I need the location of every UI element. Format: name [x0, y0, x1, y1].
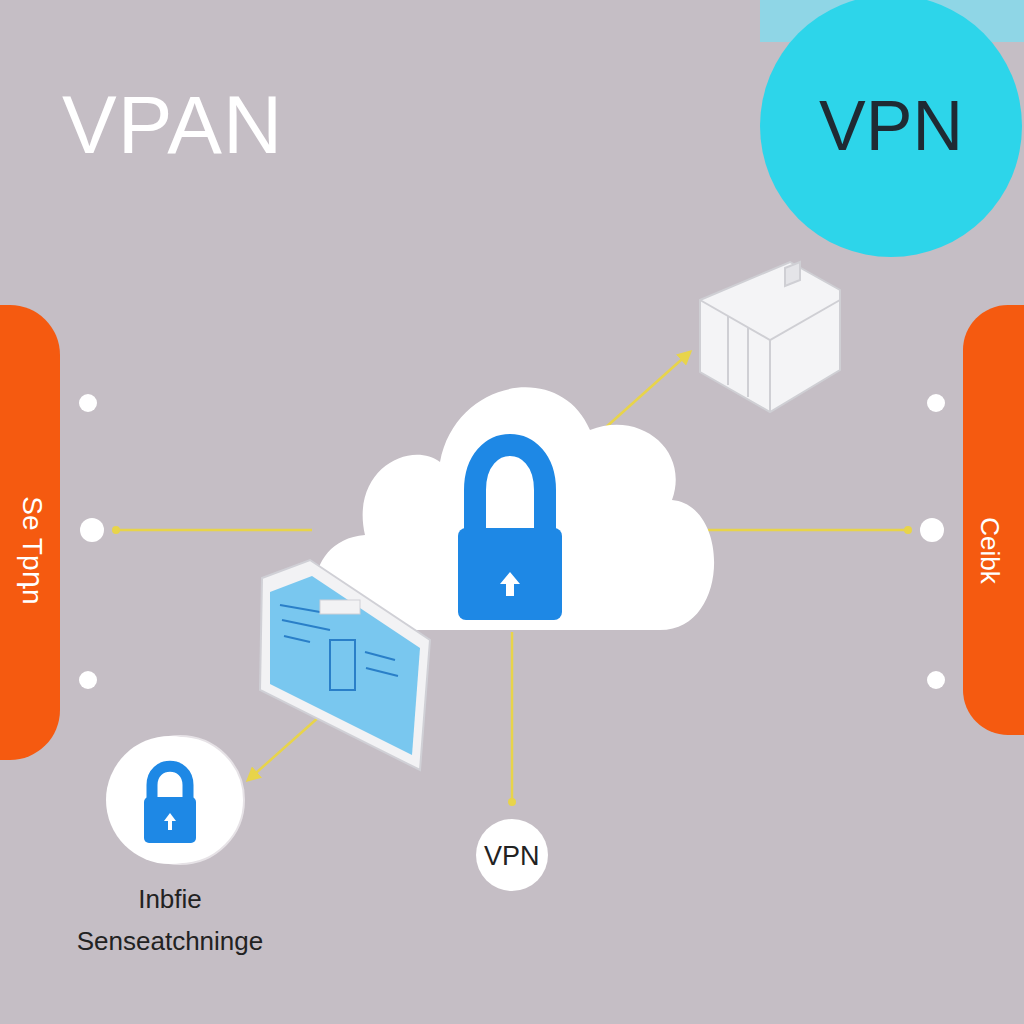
lock-icon	[458, 445, 562, 620]
node-label: VPN	[484, 841, 540, 872]
lock-circle-outline	[104, 735, 244, 865]
node-label: Se Tpդn	[16, 496, 49, 604]
wires	[116, 352, 910, 802]
side-dots	[79, 394, 945, 689]
side-band: Se Tpդn	[0, 305, 60, 760]
side-band: Ceibk	[963, 305, 1024, 735]
node-label: Ceibk	[974, 517, 1005, 583]
node-label: VPN	[819, 86, 963, 166]
lock-circle: Inbfie Senseatchninge	[104, 735, 244, 865]
server-icon	[700, 262, 840, 412]
vpn-circle: VPN	[760, 0, 1022, 257]
vpn-circle: VPN	[476, 819, 548, 891]
monitor-icon	[260, 560, 430, 770]
node-label: Inbfie Senseatchninge	[70, 878, 270, 962]
diagram-title: VPAN	[62, 78, 283, 172]
cloud	[316, 387, 714, 630]
